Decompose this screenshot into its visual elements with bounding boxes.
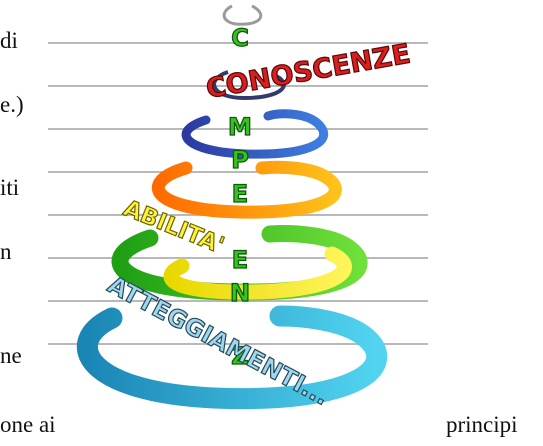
spiral-coil-top — [222, 4, 263, 26]
spiral-coil-cyan — [76, 305, 388, 410]
text-fragment-3: iti — [0, 175, 20, 200]
ruled-line — [48, 300, 428, 302]
ruled-line — [48, 171, 428, 173]
vertical-letter: C — [231, 24, 249, 52]
vertical-letter: E — [232, 246, 248, 274]
vertical-letter: Z — [231, 342, 248, 370]
text-fragment-7: principi — [446, 412, 518, 437]
vertical-letter: E — [232, 180, 248, 208]
vertical-letter: P — [231, 146, 249, 174]
spiral-coil-blue — [181, 109, 329, 159]
text-fragment-6: one ai — [0, 412, 56, 437]
ruled-line — [48, 343, 428, 345]
text-fragment-4: n — [0, 239, 12, 264]
text-fragment-1: di — [0, 28, 18, 53]
text-fragment-2: e.) — [0, 92, 24, 117]
ruled-line — [48, 42, 428, 44]
ruled-line — [48, 257, 428, 259]
vertical-letter: N — [230, 279, 250, 307]
text-fragment-5: ne — [0, 343, 22, 368]
ruled-line — [48, 85, 428, 87]
ruled-line — [48, 128, 428, 130]
vertical-letter: M — [228, 113, 252, 141]
spiral-coil-orange — [151, 160, 342, 219]
spiral-coil-dark — [212, 70, 286, 101]
spiral-coil-yellow — [163, 246, 352, 300]
